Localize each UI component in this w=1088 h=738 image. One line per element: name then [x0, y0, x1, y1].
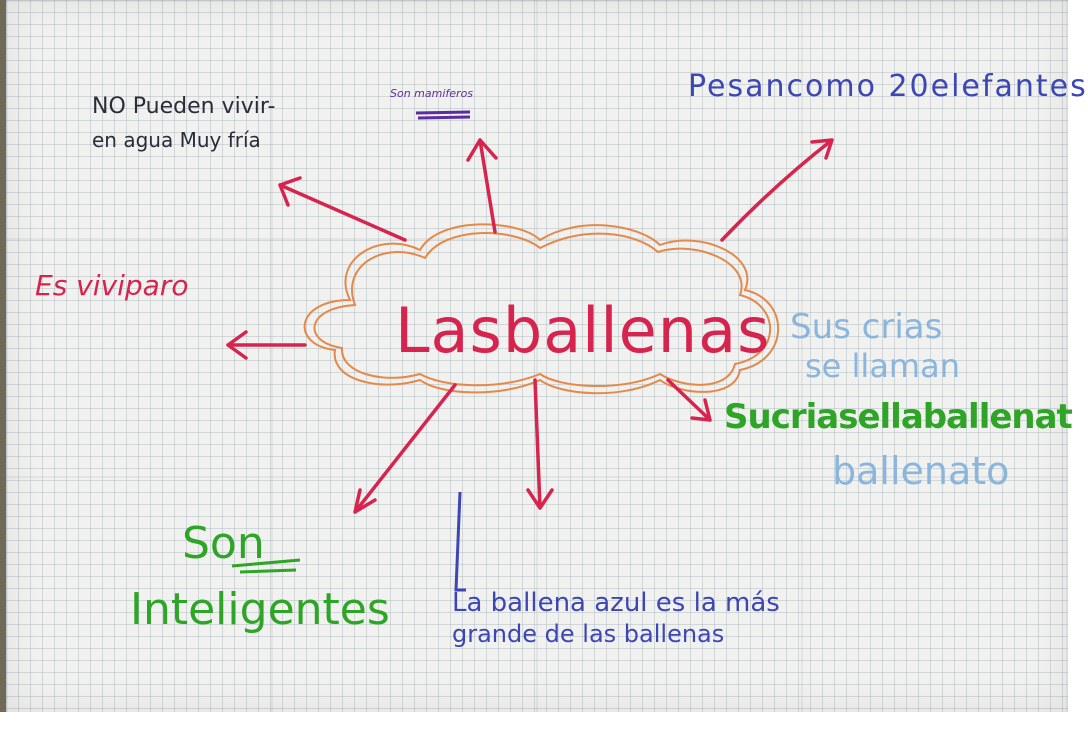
label-ballena-azul-line1: La ballena azul es la más [452, 588, 780, 618]
label-son-line1: Son [182, 518, 265, 569]
arrow-bottom-center [526, 378, 554, 510]
label-es-viviparo: Es viviparo [35, 269, 189, 302]
label-pesan-como-elefantes: Pesancomo 20elefantes [688, 69, 1088, 104]
label-su-crias-ballenato: Sucriasellaballenat [724, 397, 1073, 437]
arrow-left [226, 330, 307, 360]
label-son-mamiferos: Son mamiferos [390, 87, 474, 100]
label-sus-crias-line3: ballenato [832, 449, 1010, 493]
bottom-margin [0, 712, 1068, 738]
arrow-top-left [278, 176, 407, 242]
arrow-right [666, 378, 712, 422]
big-letter-l-stroke [454, 491, 466, 592]
background-surface [0, 0, 8, 712]
central-cloud [303, 223, 780, 395]
label-sus-crias-line1: Sus crias [790, 307, 943, 347]
green-scribble [231, 558, 301, 574]
connector-arrows [226, 138, 834, 514]
arrow-top-center [466, 138, 498, 234]
grid-paper-sheet [6, 0, 1068, 712]
label-sus-crias-line2: se llaman [805, 347, 960, 385]
label-no-pueden-vivir-line1: NO Pueden vivir- [92, 94, 276, 119]
label-ballena-azul-line2: grande de las ballenas [452, 620, 725, 648]
arrow-top-right [720, 138, 834, 242]
label-no-pueden-vivir-line2: en agua Muy fría [92, 128, 261, 152]
arrow-bottom-left [353, 383, 457, 514]
label-inteligentes-line2: Inteligentes [130, 584, 390, 635]
label-center-las-ballenas: Lasballenas [395, 294, 771, 367]
purple-scribble [415, 110, 471, 120]
